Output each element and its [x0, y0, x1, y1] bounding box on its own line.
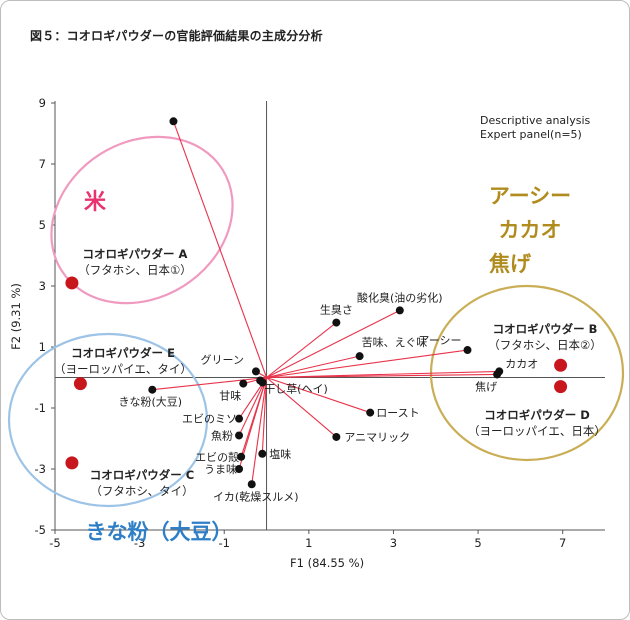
rice-cluster-ellipse [50, 135, 234, 305]
variable-label: イカ(乾燥スルメ) [213, 490, 299, 503]
variable-point [332, 318, 341, 327]
variable-point [247, 480, 256, 489]
analysis-note: Descriptive analysis [480, 114, 591, 127]
variable-vector [261, 377, 268, 454]
sample-detail: （フタホシ、タイ） [90, 484, 193, 498]
variable-label: 酸化臭(油の劣化) [357, 290, 443, 304]
x-tick-label: -5 [49, 536, 60, 550]
variable-point [395, 306, 404, 315]
sample-name: コオロギパウダー E [71, 346, 175, 360]
sample-detail: （フタホシ、日本②） [488, 338, 602, 352]
sample-point [65, 456, 79, 470]
variable-label: ロースト [376, 407, 419, 420]
variable-point [463, 346, 472, 355]
x-tick-label: 5 [474, 536, 481, 550]
variable-point [366, 408, 375, 417]
x-tick-label: -1 [218, 536, 229, 550]
x-tick-label: 3 [390, 536, 397, 550]
variable-label: 甘味 [219, 390, 241, 403]
y-axis-title: F2 (9.31 %) [9, 283, 23, 350]
variable-vector [172, 121, 268, 378]
variable-vector [266, 355, 360, 379]
variable-point [493, 370, 502, 379]
analysis-note: Expert panel(n=5) [480, 128, 582, 141]
sample-point [65, 276, 79, 290]
variable-point [332, 432, 341, 441]
y-tick-label: -3 [35, 462, 46, 476]
sample-name: コオロギパウダー D [484, 408, 590, 422]
figure-title: 図５：コオロギパウダーの官能評価結果の主成分分析 [30, 29, 323, 43]
variable-point [235, 414, 244, 423]
variable-label: アニマリック [344, 431, 410, 444]
variable-vector [266, 373, 498, 379]
variable-point [355, 352, 364, 361]
x-tick-label: -3 [134, 536, 145, 550]
sample-point [73, 377, 87, 391]
rice-category-label: 米 [84, 190, 107, 215]
y-tick-label: 3 [39, 279, 46, 293]
y-tick-label: -1 [35, 401, 46, 415]
variable-vector [238, 377, 268, 436]
variable-point [239, 379, 248, 388]
variable-vector [251, 377, 268, 485]
sample-name: コオロギパウダー A [83, 247, 188, 261]
y-tick-label: 7 [39, 157, 46, 171]
variable-point [148, 385, 157, 394]
kinako-category-label: きな粉（大豆） [86, 520, 233, 544]
earthy-category-label: アーシー [489, 184, 571, 208]
sample-detail: （ヨーロッパイエ、タイ） [54, 362, 192, 376]
x-tick-label: 7 [559, 536, 566, 550]
variable-label: エビの殻 [195, 450, 239, 464]
variable-label: カカオ [505, 357, 538, 370]
variable-label: 生臭さ [320, 303, 353, 317]
sample-points [65, 276, 568, 470]
kinako-cluster-ellipse [7, 332, 209, 508]
y-tick-label: 1 [39, 340, 46, 354]
variable-point [258, 449, 267, 458]
variable-point [235, 465, 244, 473]
variable-points [148, 117, 504, 489]
sample-name: コオロギパウダー C [90, 468, 194, 482]
origin-point [258, 378, 267, 387]
x-axis-title: F1 (84.55 %) [290, 556, 364, 570]
variable-label: エビのミソ [182, 413, 237, 426]
variable-label: グリーン [201, 352, 244, 366]
variable-label: きな粉(大豆) [119, 395, 183, 409]
sample-point [554, 380, 568, 394]
sample-detail: （ヨーロッパイエ、日本） [468, 424, 606, 438]
sample-detail: （フタホシ、日本①） [78, 263, 192, 277]
variable-vector [266, 322, 337, 378]
variable-label: うま味 [204, 463, 237, 476]
variable-vector [152, 376, 267, 391]
earthy-category-label: カカオ [499, 218, 562, 242]
variable-label: アーシー [418, 334, 461, 347]
variable-vector [266, 376, 371, 414]
y-tick-label: -5 [35, 523, 46, 537]
variable-label: 塩味 [269, 447, 291, 461]
sample-point [554, 358, 568, 372]
variable-label: 苦味、えぐ味 [362, 336, 428, 349]
variable-vector [266, 309, 401, 378]
variable-point [237, 452, 246, 461]
variable-label: 干し草(ヘイ) [264, 383, 328, 396]
variable-point [169, 117, 178, 126]
y-tick-label: 9 [39, 96, 46, 110]
variable-vector [266, 377, 337, 438]
y-tick-label: 5 [39, 218, 46, 232]
variable-label: 焦げ [475, 380, 497, 393]
variable-label: 魚粉 [211, 429, 233, 442]
variable-point [235, 431, 244, 440]
axes-group: -5 -3 -1 1 3 5 7 9 7 5 3 1 -1 -3 -5 F1 (84.55 %) F2 (9.3… [9, 96, 605, 570]
cluster-ellipses [7, 135, 625, 508]
x-tick-label: 1 [305, 536, 312, 550]
variable-vector [266, 349, 468, 379]
earthy-category-label: 焦げ [488, 252, 532, 276]
sample-name: コオロギパウダー B [493, 322, 598, 336]
variable-point [251, 367, 260, 376]
